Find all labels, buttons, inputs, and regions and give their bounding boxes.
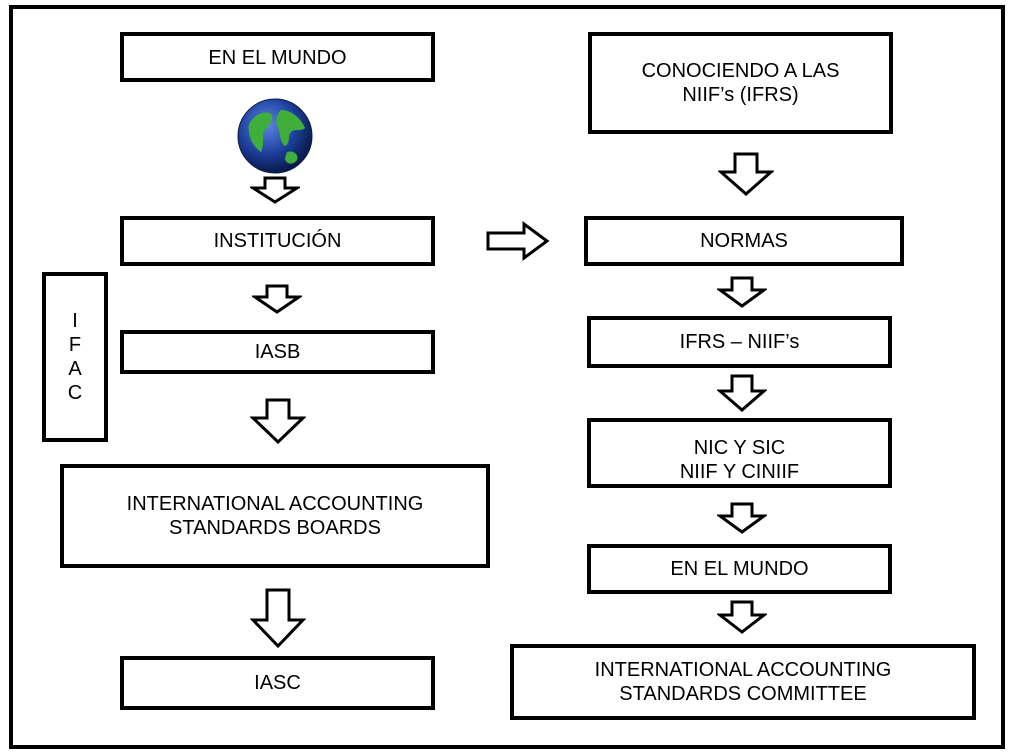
ifac-letter: C [67, 382, 83, 404]
box-label: NORMAS [700, 230, 788, 252]
box-nic-y-sic-niif-y-ciniif: NIC Y SIC NIIF Y CINIIF [587, 418, 892, 488]
box-label-line1: CONOCIENDO A LAS [641, 60, 840, 82]
box-label-line1: INTERNATIONAL ACCOUNTING [594, 659, 892, 681]
box-label-line2: STANDARDS BOARDS [169, 517, 381, 539]
box-conociendo-a-las-niifs: CONOCIENDO A LAS NIIF’s (IFRS) [588, 32, 893, 134]
box-institucion: INSTITUCIÓN [120, 216, 435, 266]
arrow-down-icon [717, 600, 767, 634]
box-label: IASC [254, 672, 301, 694]
box-normas: NORMAS [584, 216, 904, 266]
arrow-down-icon [252, 284, 302, 314]
box-label: IASB [254, 341, 301, 363]
diagram-frame [9, 5, 1005, 749]
box-label-line2: NIIF’s (IFRS) [682, 84, 799, 106]
arrow-down-icon [250, 398, 306, 444]
arrow-down-icon [717, 276, 767, 308]
arrow-down-icon [250, 176, 300, 204]
ifac-letter: F [68, 334, 82, 356]
box-en-el-mundo-right: EN EL MUNDO [587, 544, 892, 594]
box-label: EN EL MUNDO [670, 558, 809, 580]
box-label-line2: NIIF Y CINIIF [679, 461, 800, 483]
box-iasb: IASB [120, 330, 435, 374]
box-label-line1: NIC Y SIC [693, 437, 786, 459]
box-label-line2: STANDARDS COMMITTEE [619, 683, 867, 705]
arrow-down-icon [250, 588, 306, 648]
box-en-el-mundo-left: EN EL MUNDO [120, 32, 435, 82]
globe-icon [237, 98, 313, 174]
box-label-line1: INTERNATIONAL ACCOUNTING [126, 493, 424, 515]
box-label: IFRS – NIIF’s [679, 331, 800, 353]
box-international-accounting-standards-committee: INTERNATIONAL ACCOUNTING STANDARDS COMMI… [510, 644, 976, 720]
box-ifrs-niifs: IFRS – NIIF’s [587, 316, 892, 368]
box-ifac: I F A C [42, 272, 108, 442]
arrow-down-icon [717, 374, 767, 412]
box-international-accounting-standards-boards: INTERNATIONAL ACCOUNTING STANDARDS BOARD… [60, 464, 490, 568]
ifac-letter: A [68, 358, 82, 380]
box-label: INSTITUCIÓN [213, 230, 342, 252]
box-iasc: IASC [120, 656, 435, 710]
arrow-right-icon [486, 221, 550, 261]
arrow-down-icon [718, 152, 774, 196]
box-label: EN EL MUNDO [208, 47, 347, 69]
ifac-letter: I [72, 310, 78, 332]
arrow-down-icon [717, 502, 767, 534]
